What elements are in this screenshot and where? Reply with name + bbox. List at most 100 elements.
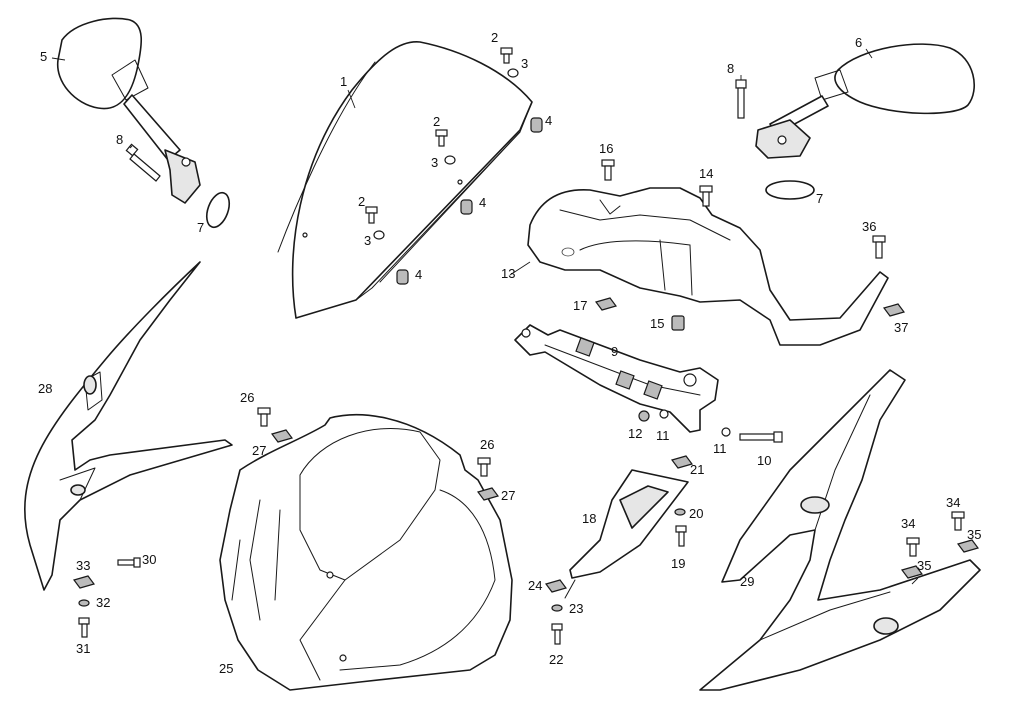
callout-26: 26 [240, 390, 254, 405]
washer-part-32 [78, 599, 90, 607]
gasket-part-7-left [205, 191, 231, 229]
leader-lines [51, 48, 919, 585]
callout-10: 10 [757, 453, 771, 468]
screw-part-34-left [906, 537, 920, 557]
callout-6: 6 [855, 35, 862, 50]
clip-nut-part-35-left [900, 565, 924, 579]
callout-35: 35 [917, 558, 931, 573]
callout-3: 3 [431, 155, 438, 170]
callout-2: 2 [491, 30, 498, 45]
washer-part-3-top [507, 68, 519, 78]
bolt-part-8-left [125, 143, 161, 182]
callout-26: 26 [480, 437, 494, 452]
callout-18: 18 [582, 511, 596, 526]
clip-nut-part-21 [670, 455, 694, 469]
callout-25: 25 [219, 661, 233, 676]
left-mirror-part-5 [57, 17, 201, 204]
callout-29: 29 [740, 574, 754, 589]
callout-7: 7 [197, 220, 204, 235]
left-side-fairing-part-28 [24, 261, 233, 591]
washer-part-23 [551, 604, 563, 612]
instrument-cover-part-13 [527, 187, 889, 346]
callout-34: 34 [901, 516, 915, 531]
callout-17: 17 [573, 298, 587, 313]
screw-part-19 [675, 525, 687, 547]
callout-36: 36 [862, 219, 876, 234]
spacer-part-4-mid [460, 199, 473, 215]
callout-16: 16 [599, 141, 613, 156]
callout-23: 23 [569, 601, 583, 616]
washer-part-11-right [721, 427, 731, 437]
callout-34: 34 [946, 495, 960, 510]
callout-27: 27 [501, 488, 515, 503]
callout-27: 27 [252, 443, 266, 458]
screw-part-2-mid [435, 129, 448, 147]
washer-part-3-mid [444, 155, 456, 165]
right-side-fairing-part-29 [699, 369, 981, 691]
clip-nut-part-17 [594, 297, 618, 311]
screw-part-30 [117, 557, 141, 568]
callout-4: 4 [545, 113, 552, 128]
clip-nut-part-33 [72, 575, 96, 589]
bolt-part-10 [739, 431, 783, 443]
callout-35: 35 [967, 527, 981, 542]
callout-30: 30 [142, 552, 156, 567]
screw-part-16 [601, 159, 615, 181]
callout-12: 12 [628, 426, 642, 441]
callout-3: 3 [521, 56, 528, 71]
callout-4: 4 [479, 195, 486, 210]
callout-21: 21 [690, 462, 704, 477]
clip-part-15 [671, 315, 685, 331]
screw-part-26-left [257, 407, 271, 427]
callout-1: 1 [340, 74, 347, 89]
callout-5: 5 [40, 49, 47, 64]
callout-labels: 1 2 3 2 3 4 2 3 4 4 5 6 7 7 8 8 9 10 11 … [38, 30, 981, 676]
callout-33: 33 [76, 558, 90, 573]
callout-37: 37 [894, 320, 908, 335]
screw-part-22 [551, 623, 563, 645]
callout-4: 4 [415, 267, 422, 282]
callout-3: 3 [364, 233, 371, 248]
screw-part-2-top [500, 47, 513, 64]
callout-19: 19 [671, 556, 685, 571]
callout-11: 11 [713, 441, 727, 456]
callout-31: 31 [76, 641, 90, 656]
screw-part-14 [699, 185, 713, 207]
windscreen-part-1 [277, 41, 533, 319]
screw-part-36 [872, 235, 886, 259]
clip-nut-part-37 [882, 303, 906, 317]
callout-14: 14 [699, 166, 713, 181]
clip-nut-part-35-right [956, 539, 980, 553]
spacer-part-4-low [396, 269, 409, 285]
bracket-part-9 [514, 324, 719, 433]
inner-bracket-part-18 [564, 469, 689, 599]
screw-part-2-low [365, 206, 378, 224]
washer-part-3-low [373, 230, 385, 240]
callout-2: 2 [358, 194, 365, 209]
screw-part-26-right [477, 457, 491, 477]
callout-7: 7 [816, 191, 823, 206]
callout-32: 32 [96, 595, 110, 610]
callout-11: 11 [656, 428, 670, 443]
callout-22: 22 [549, 652, 563, 667]
callout-13: 13 [501, 266, 515, 281]
nut-part-12 [638, 410, 650, 422]
callout-8: 8 [116, 132, 123, 147]
clip-nut-part-27-left [270, 429, 294, 443]
spacer-part-4-top [530, 117, 543, 133]
screw-part-31 [78, 617, 90, 638]
screw-part-34-right [951, 511, 965, 531]
callout-8: 8 [727, 61, 734, 76]
callout-24: 24 [528, 578, 542, 593]
washer-part-11-left [659, 409, 669, 419]
callout-20: 20 [689, 506, 703, 521]
callout-9: 9 [611, 344, 618, 359]
callout-2: 2 [433, 114, 440, 129]
gasket-part-7-right [765, 180, 815, 200]
right-mirror-part-6 [755, 43, 976, 159]
callout-28: 28 [38, 381, 52, 396]
washer-part-20 [674, 508, 686, 516]
front-fairing-part-25 [219, 414, 513, 691]
bolt-part-8-right [735, 79, 747, 119]
